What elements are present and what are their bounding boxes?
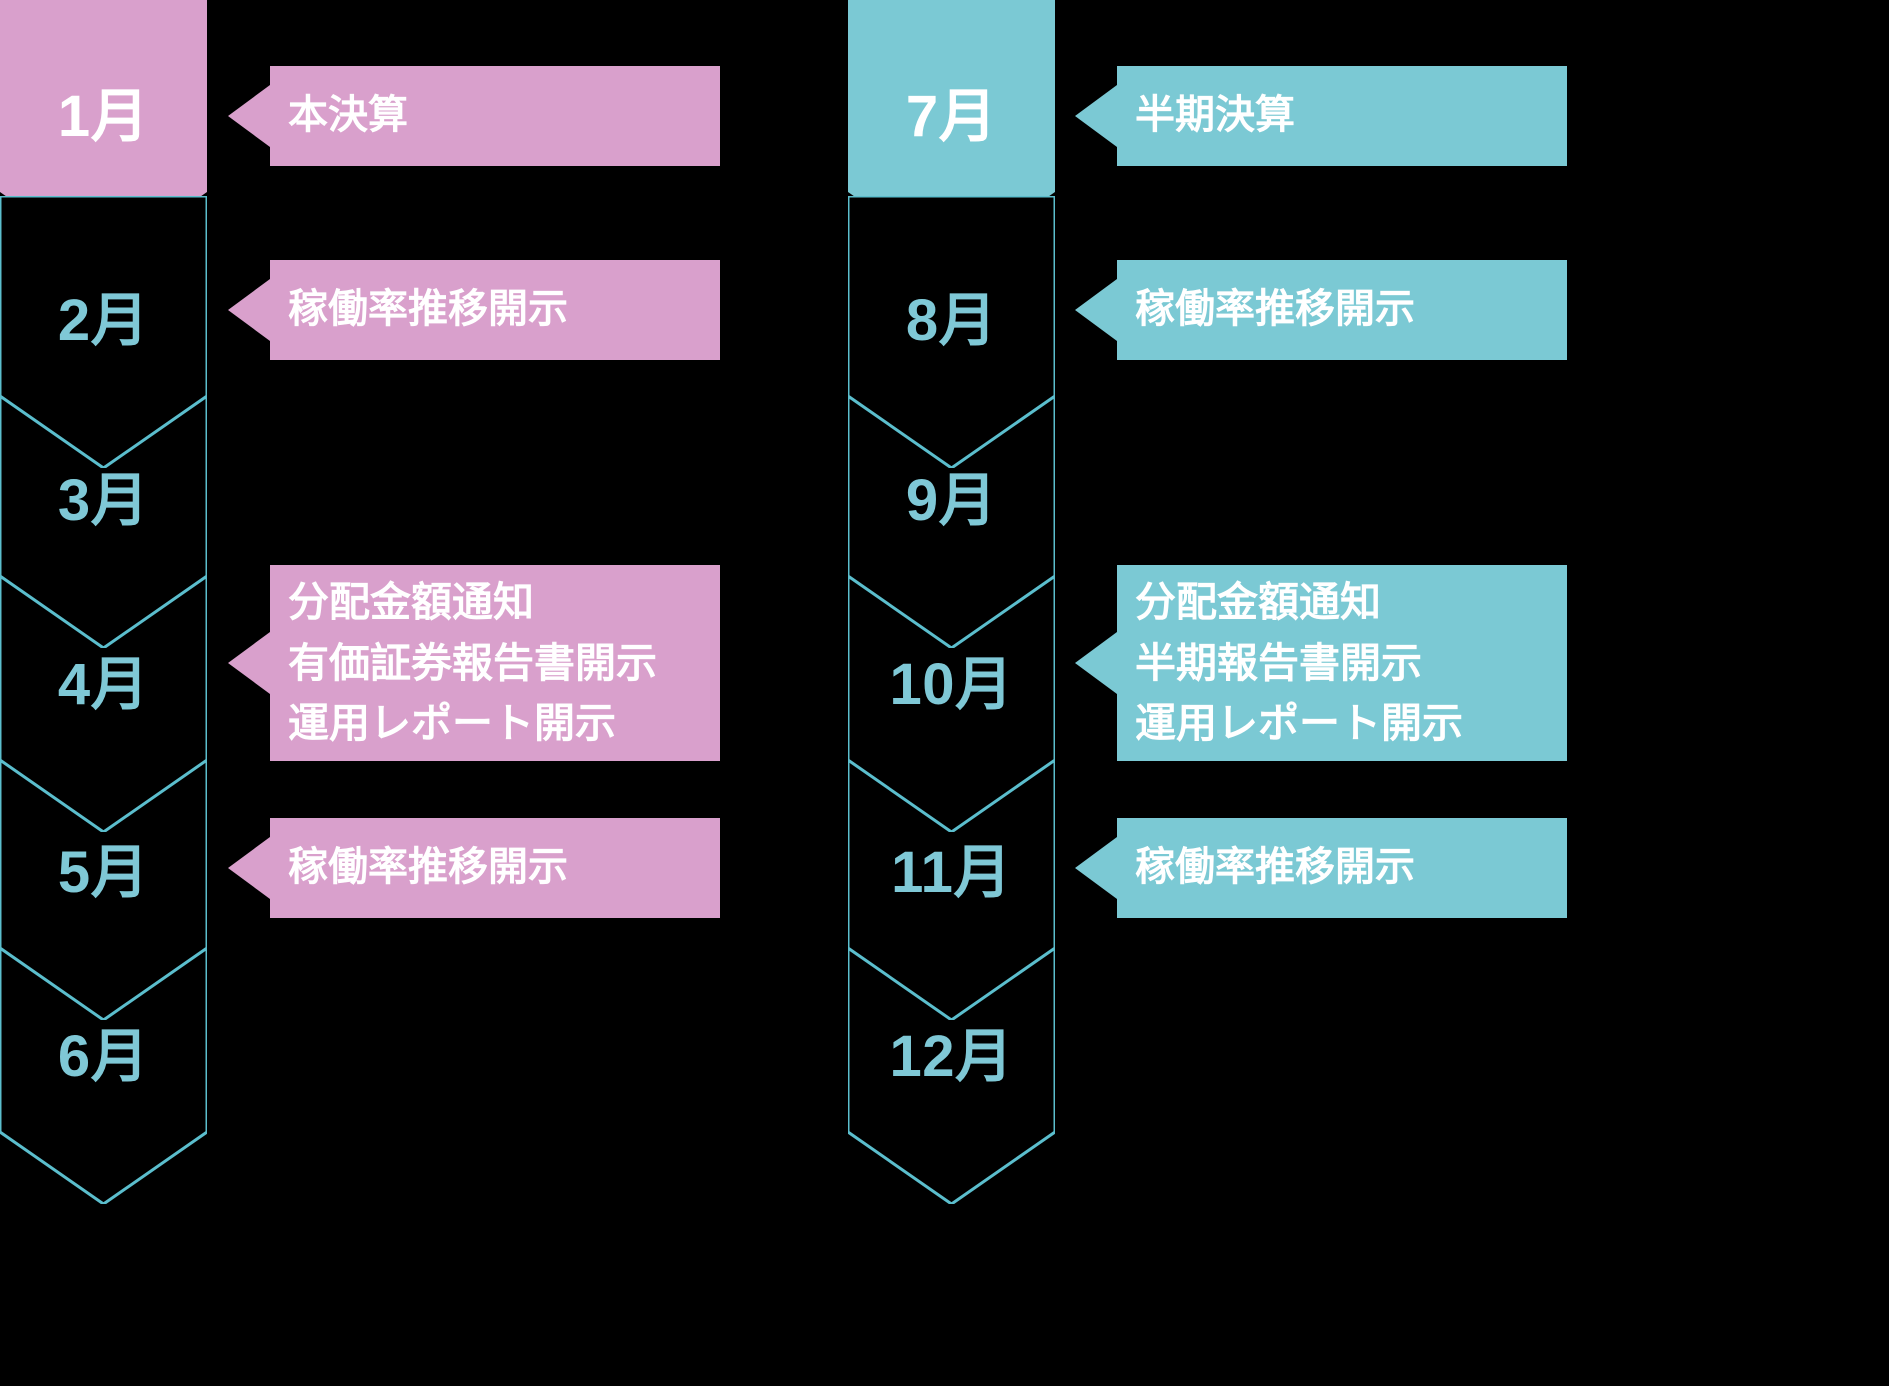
month-chevron-9月[interactable]: 9月 bbox=[848, 376, 1055, 648]
callout-text: 半期決算 bbox=[1135, 93, 1295, 138]
chevron-shape bbox=[848, 196, 1055, 468]
callout-2月[interactable]: 稼働率推移開示 bbox=[228, 260, 720, 360]
callout-text: 分配金額通知 有価証券報告書開示 運用レポート開示 bbox=[288, 578, 657, 747]
month-label: 10月 bbox=[889, 652, 1014, 717]
callout-shape bbox=[228, 565, 720, 761]
month-chevron-6月[interactable]: 6月 bbox=[0, 932, 207, 1204]
month-label: 3月 bbox=[57, 468, 150, 533]
callout-text: 稼働率推移開示 bbox=[1135, 287, 1415, 332]
chevron-shape bbox=[848, 748, 1055, 1020]
month-label: 7月 bbox=[905, 84, 998, 149]
chevron-shape bbox=[848, 932, 1055, 1204]
callout-text: 分配金額通知 半期報告書開示 運用レポート開示 bbox=[1135, 578, 1463, 747]
callout-1月[interactable]: 本決算 bbox=[228, 66, 720, 166]
callout-4月[interactable]: 分配金額通知 有価証券報告書開示 運用レポート開示 bbox=[228, 565, 720, 761]
callout-5月[interactable]: 稼働率推移開示 bbox=[228, 818, 720, 918]
month-chevron-8月[interactable]: 8月 bbox=[848, 196, 1055, 468]
month-chevron-11月[interactable]: 11月 bbox=[848, 748, 1055, 1020]
month-label: 5月 bbox=[57, 840, 150, 905]
callout-11月[interactable]: 稼働率推移開示 bbox=[1075, 818, 1567, 918]
month-label: 9月 bbox=[905, 468, 998, 533]
callout-text: 稼働率推移開示 bbox=[288, 287, 568, 332]
chevron-shape bbox=[0, 560, 207, 832]
month-column-first-half: 1月 2月 3月 4月 5月 6月 bbox=[0, 0, 207, 1386]
chevron-shape bbox=[848, 376, 1055, 648]
month-label: 1月 bbox=[57, 84, 150, 149]
month-chevron-2月[interactable]: 2月 bbox=[0, 196, 207, 468]
callout-shape bbox=[228, 66, 720, 166]
chevron-shape bbox=[0, 376, 207, 648]
callout-text: 稼働率推移開示 bbox=[288, 845, 568, 890]
callout-shape bbox=[1075, 818, 1567, 918]
chevron-shape bbox=[0, 748, 207, 1020]
month-chevron-3月[interactable]: 3月 bbox=[0, 376, 207, 648]
month-label: 8月 bbox=[905, 288, 998, 353]
callout-shape bbox=[1075, 565, 1567, 761]
month-label: 11月 bbox=[891, 840, 1012, 905]
callout-8月[interactable]: 稼働率推移開示 bbox=[1075, 260, 1567, 360]
month-chevron-4月[interactable]: 4月 bbox=[0, 560, 207, 832]
chevron-shape bbox=[848, 560, 1055, 832]
chevron-shape bbox=[0, 932, 207, 1204]
month-chevron-12月[interactable]: 12月 bbox=[848, 932, 1055, 1204]
callout-text: 本決算 bbox=[288, 93, 408, 138]
month-label: 12月 bbox=[889, 1024, 1014, 1089]
month-label: 4月 bbox=[57, 652, 150, 717]
callout-shape bbox=[228, 260, 720, 360]
month-label: 6月 bbox=[57, 1024, 150, 1089]
month-chevron-5月[interactable]: 5月 bbox=[0, 748, 207, 1020]
callout-shape bbox=[1075, 66, 1567, 166]
callout-shape bbox=[228, 818, 720, 918]
chevron-shape bbox=[0, 196, 207, 468]
month-label: 2月 bbox=[57, 288, 150, 353]
callout-shape bbox=[1075, 260, 1567, 360]
month-column-second-half: 7月 8月 9月 10月 11月 12月 bbox=[848, 0, 1055, 1386]
month-chevron-10月[interactable]: 10月 bbox=[848, 560, 1055, 832]
callout-text: 稼働率推移開示 bbox=[1135, 845, 1415, 890]
callout-7月[interactable]: 半期決算 bbox=[1075, 66, 1567, 166]
callout-10月[interactable]: 分配金額通知 半期報告書開示 運用レポート開示 bbox=[1075, 565, 1567, 761]
